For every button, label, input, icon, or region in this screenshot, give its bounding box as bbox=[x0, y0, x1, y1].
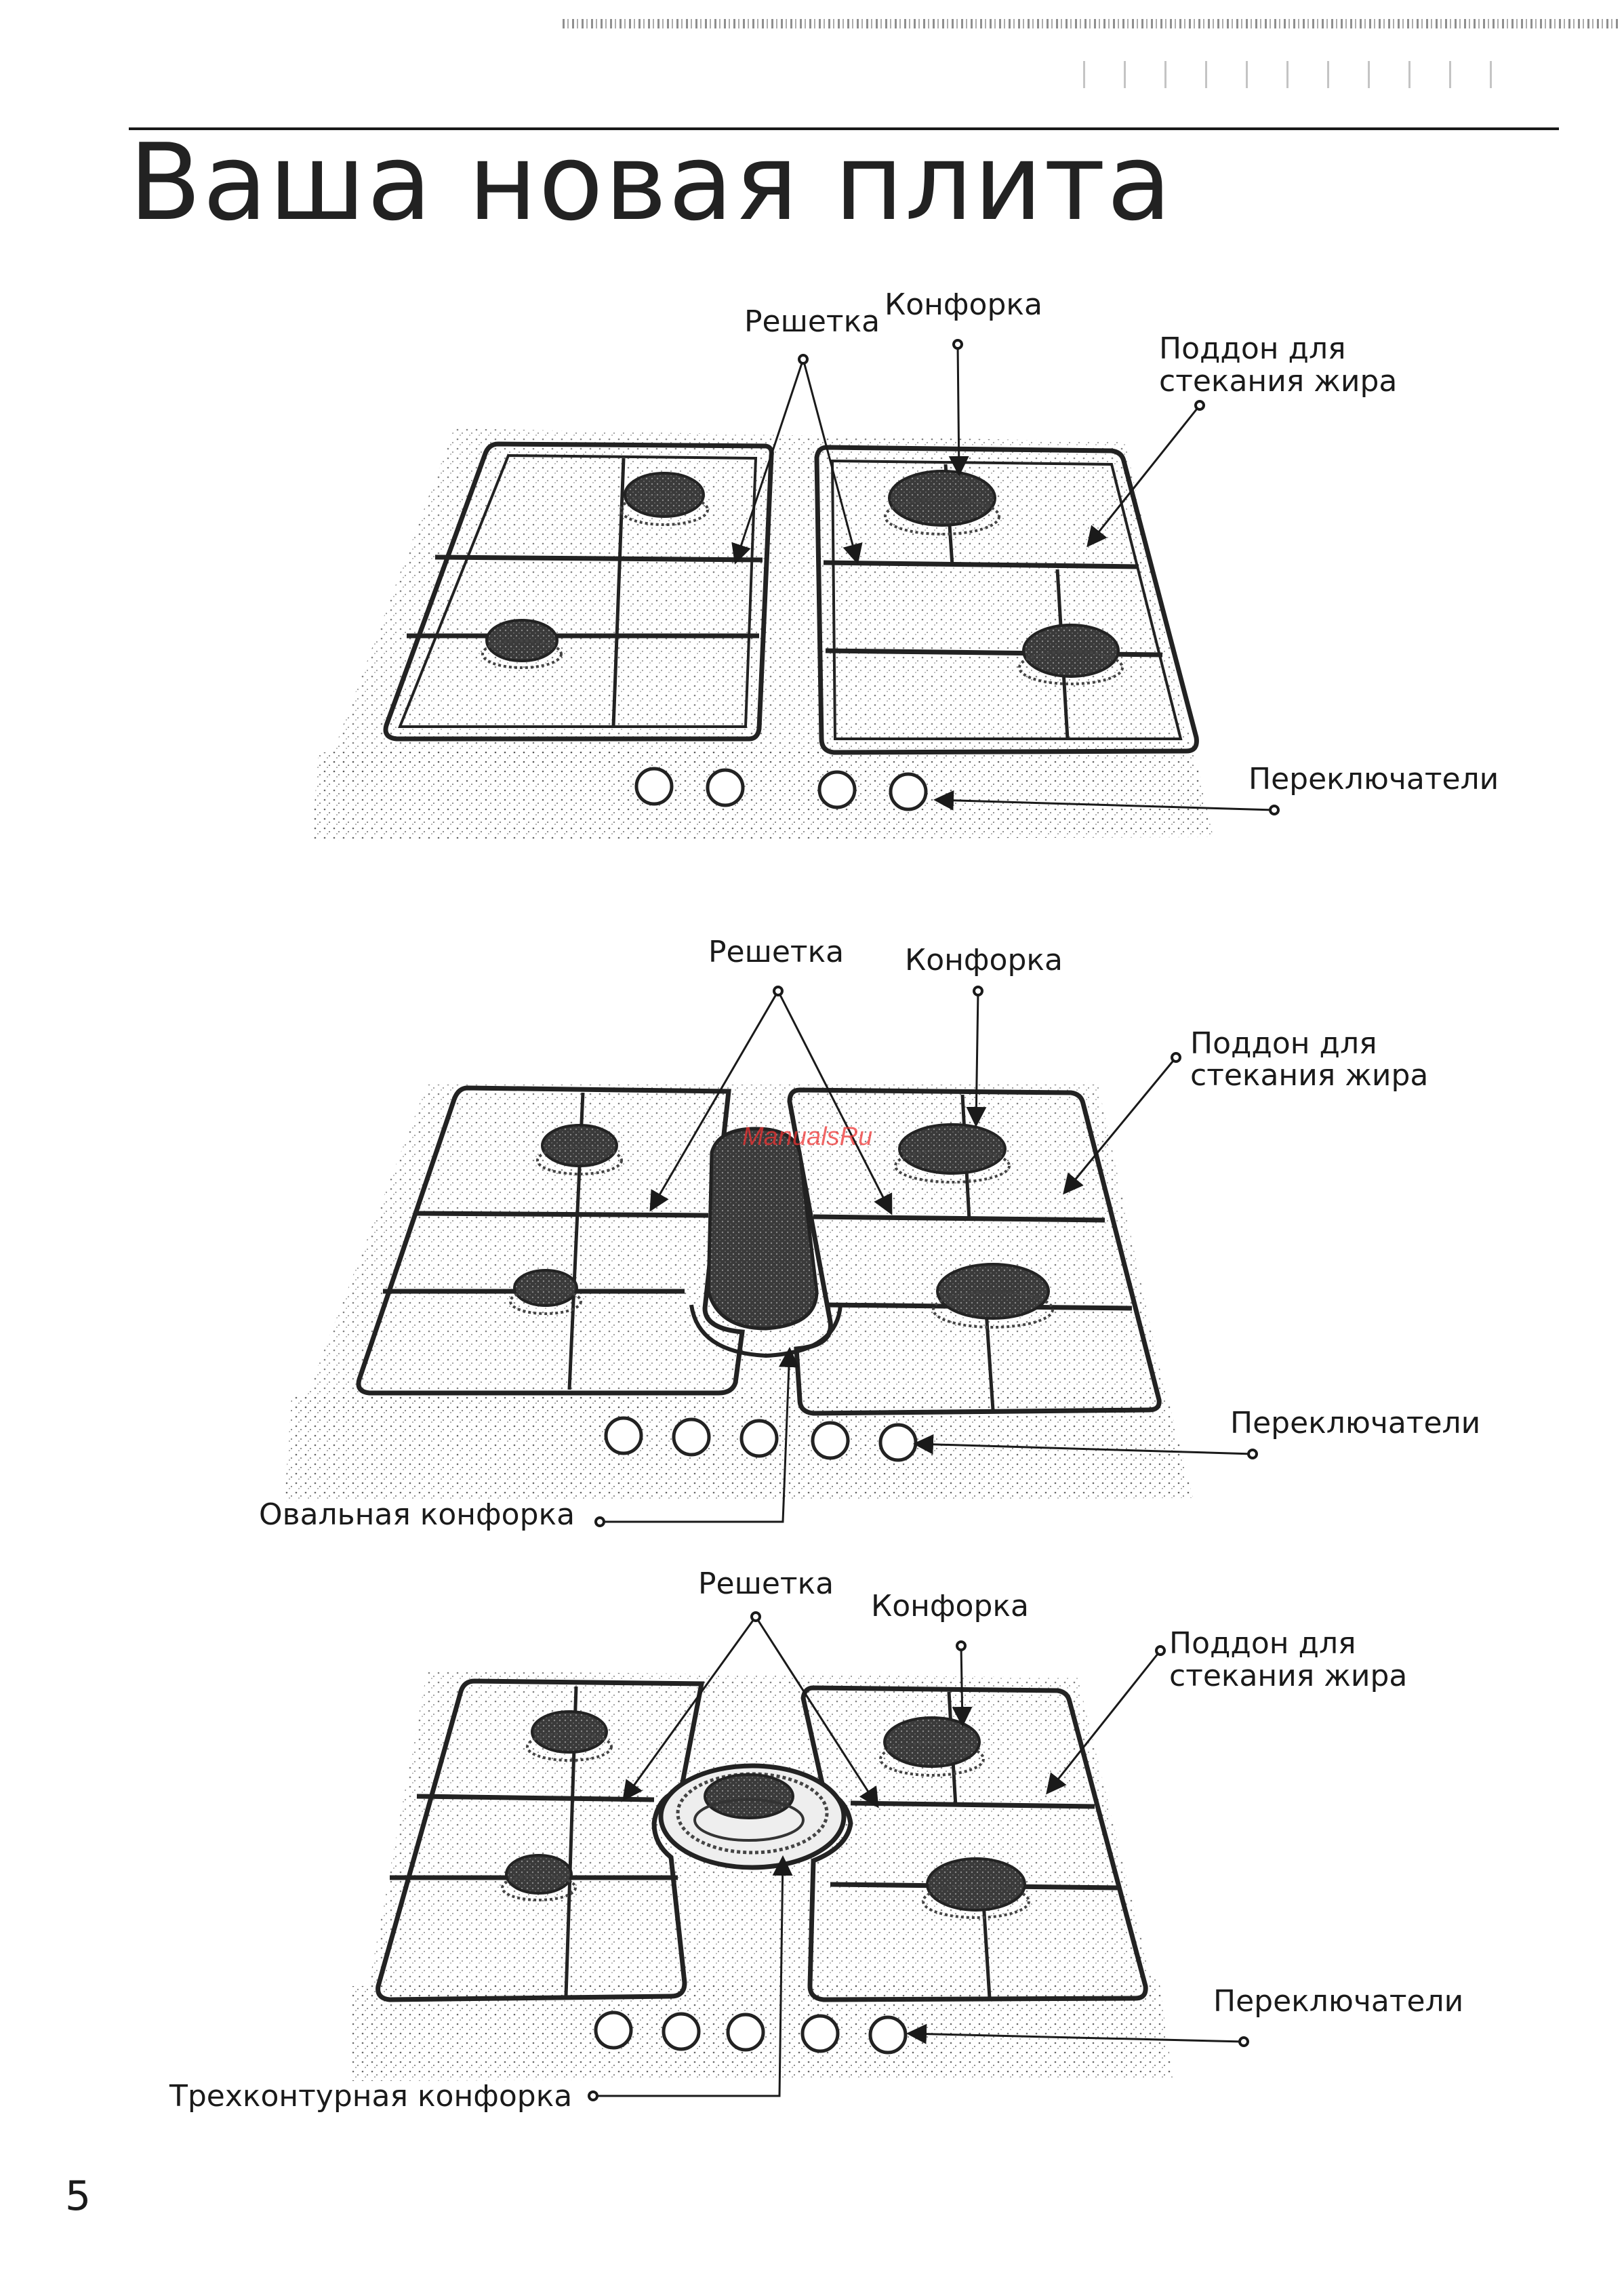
label-triple-ring-burner-3: Трехконтурная конфорка bbox=[169, 2080, 572, 2114]
label-drip-pan-1b: стекания жира bbox=[1159, 365, 1397, 399]
label-switches-3: Переключатели bbox=[1213, 1985, 1463, 2019]
label-drip-pan-2b: стекания жира bbox=[1190, 1059, 1428, 1093]
control-panel-1 bbox=[312, 746, 1213, 841]
label-grate-2: Решетка bbox=[708, 935, 844, 969]
label-burner-2: Конфорка bbox=[905, 944, 1063, 977]
label-grate-1: Решетка bbox=[744, 305, 880, 339]
diagram-3-cooktop bbox=[352, 1613, 1248, 2100]
label-burner-1: Конфорка bbox=[885, 288, 1042, 322]
label-drip-pan-3a: Поддон для bbox=[1169, 1627, 1356, 1661]
label-drip-pan-2a: Поддон для bbox=[1190, 1027, 1377, 1061]
label-grate-3: Решетка bbox=[698, 1567, 834, 1601]
diagram-2-cooktop bbox=[285, 987, 1257, 1526]
label-drip-pan-1a: Поддон для bbox=[1159, 332, 1346, 366]
diagram-1-cooktop bbox=[312, 340, 1278, 841]
triple-ring-burner-3 bbox=[661, 1766, 844, 1867]
page-number: 5 bbox=[65, 2173, 91, 2220]
label-oval-burner-2: Овальная конфорка bbox=[259, 1498, 575, 1532]
watermark: ManualsRu bbox=[742, 1123, 872, 1152]
label-burner-3: Конфорка bbox=[871, 1590, 1029, 1623]
label-drip-pan-3b: стекания жира bbox=[1169, 1659, 1407, 1693]
control-panel-2 bbox=[285, 1390, 1193, 1501]
label-switches-1: Переключатели bbox=[1249, 763, 1499, 796]
label-switches-2: Переключатели bbox=[1230, 1407, 1480, 1440]
